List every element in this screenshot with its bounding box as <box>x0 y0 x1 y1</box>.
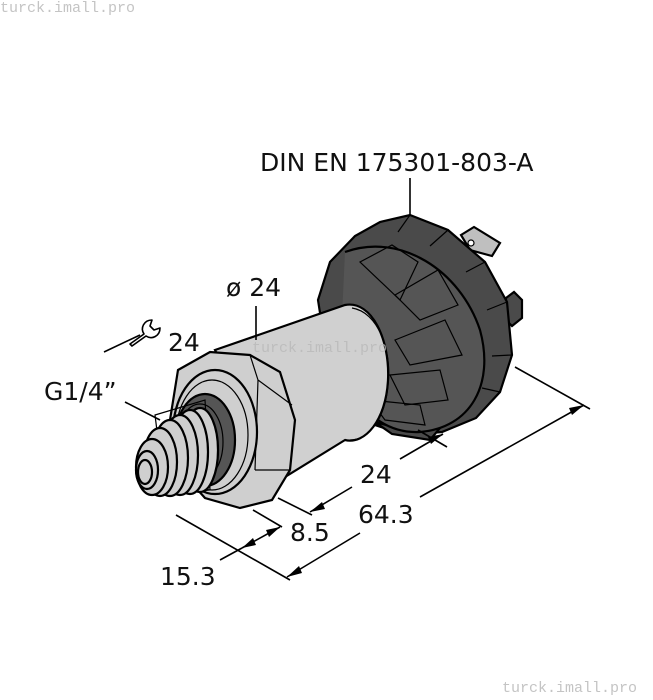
thread-g14 <box>134 399 220 498</box>
body-diameter-label: ø 24 <box>226 273 281 302</box>
dim-total-length-label: 64.3 <box>358 500 414 529</box>
watermark-top: turck.imall.pro <box>0 0 136 17</box>
dim-hex-length-label: 8.5 <box>290 518 330 547</box>
dim-thread-length-label: 15.3 <box>160 562 216 591</box>
watermark-middle: turck.imall.pro <box>252 340 388 357</box>
wrench-size-label: 24 <box>168 328 200 357</box>
dimension-lines <box>103 178 591 581</box>
thread-label: G1/4” <box>44 377 117 406</box>
watermark-bottom: turck.imall.pro <box>502 680 638 697</box>
wrench-icon <box>129 319 161 347</box>
connector-standard-label: DIN EN 175301-803-A <box>260 148 533 177</box>
dim-connector-length-label: 24 <box>360 460 392 489</box>
